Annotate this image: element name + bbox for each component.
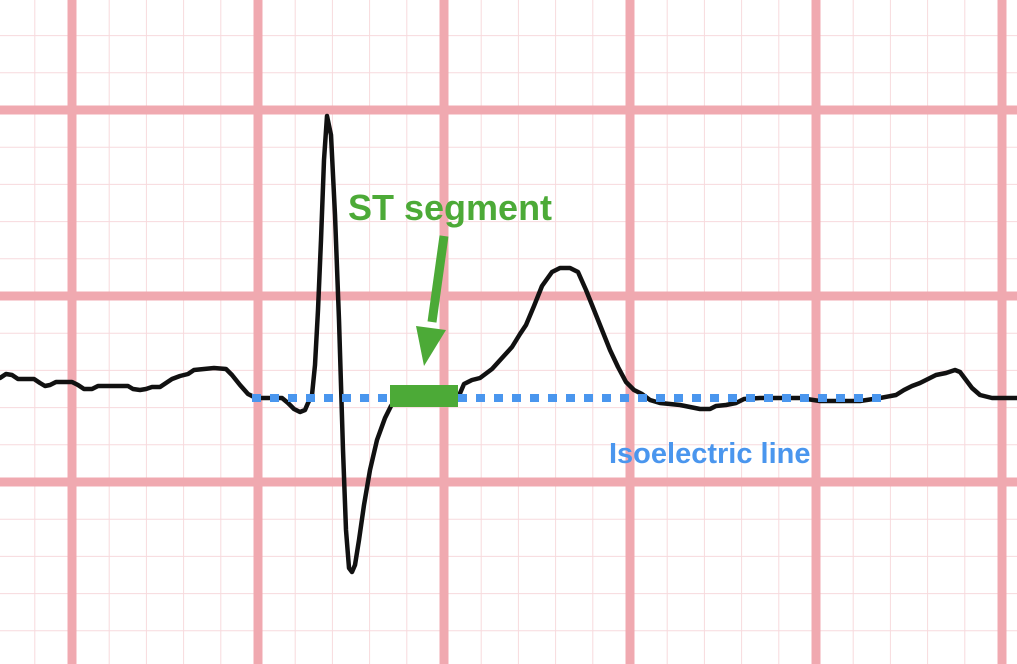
arrow-down-icon — [416, 235, 449, 366]
st-segment-label: ST segment — [348, 187, 553, 228]
st-segment-bar — [390, 385, 458, 407]
isoelectric-line-label: Isoelectric line — [609, 438, 811, 470]
